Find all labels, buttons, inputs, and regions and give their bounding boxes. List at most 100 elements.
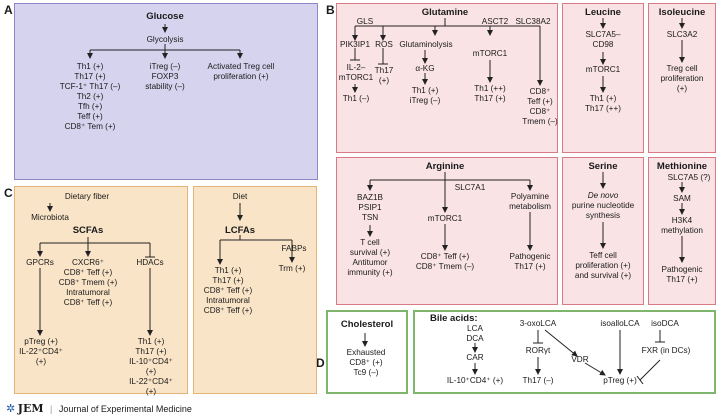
lcfa-outcome: Th1 (+) Th17 (+) CD8⁺ Teff (+) Intratumo… [193,266,263,316]
text-line: (+) [145,387,157,396]
il2-mtorc1-label: IL-2– mTORC1 [338,63,374,83]
glutamine-title: Glutamine [421,7,469,18]
polyamine-label: Polyamine metabolism [500,192,560,212]
text-line: Th17 (+) [135,347,167,356]
text-line: and survival (+) [574,271,632,280]
effector-item: Th1 (+) [76,62,104,71]
de-novo-label: De novo [587,191,619,200]
text-line: Teff cell [589,251,617,260]
isoallolca-label: isoalloLCA [600,319,640,328]
hdacs-label: HDACs [136,258,164,267]
text-line: IL-22⁺CD4⁺ [129,377,173,386]
arginine-title: Arginine [425,161,465,172]
effector-item: Th17 (+) [74,72,106,81]
gpcrs-label: GPCRs [26,258,54,267]
akg-label: α-KG [415,64,435,73]
panel-label-b: B [326,3,335,17]
text-line: (+) [378,76,390,85]
text-line: Th1 (+) [411,86,439,95]
sam-label: SAM [673,194,691,203]
isodca-label: isoDCA [651,319,679,328]
text-line: BAZ1B [357,193,383,202]
text-line: Th17 (+) [666,275,698,284]
text-line: Teff (+) [527,97,553,106]
lca-label: LCA [467,324,483,333]
isoleucine-title: Isoleucine [658,7,706,18]
leucine-outcome: Th1 (+) Th17 (++) [576,94,630,114]
methionine-outcome: Pathogenic Th17 (+) [652,265,712,285]
text-line: Th17 (+) [474,94,506,103]
text-line: CD8⁺ Teff (+) [420,252,470,261]
glucose-effector-list: Th1 (+) Th17 (+) TCF-1⁺ Th17 (–) Th2 (+)… [55,62,125,132]
ptreg-bile-outcome: pTreg (+) [603,376,637,385]
outcome-line: FOXP3 [151,72,179,81]
text-line: Th1 (+) [137,337,165,346]
glucose-title: Glucose [146,11,184,22]
text-line: proliferation [660,74,704,83]
text-line: CD8⁺ Tmem (–) [415,262,475,271]
text-line: H3K4 [671,216,693,225]
text-line: (+) [145,367,157,376]
arginine-cd8-outcome: CD8⁺ Teff (+) CD8⁺ Tmem (–) [412,252,478,272]
slc7a1-label: SLC7A1 [454,183,486,192]
cholesterol-panel [326,310,408,394]
text-line: (+) [35,357,47,366]
text-line: Intratumoral [66,288,110,297]
text-line: Th1 (++) [474,84,506,93]
text-line: Tc9 (–) [353,368,379,377]
jem-logo-icon: ✲ [6,403,16,415]
pik3ip1-label: PIK3IP1 [339,40,371,49]
text-line: Intratumoral [206,296,250,305]
fabps-label: FABPs [281,244,307,253]
text-line: purine nucleotide [571,201,635,210]
il10-outcome: IL-10⁺CD4⁺ (+) [446,376,504,385]
scfa-title: SCFAs [72,225,104,236]
isoleucine-transporter: SLC3A2 [666,30,698,39]
bile-acids-title: Bile acids: [430,313,478,324]
effector-item: Teff (+) [77,112,103,121]
methionine-title: Methionine [656,161,708,172]
th1-pp-label: Th1 (++) Th17 (+) [470,84,510,104]
text-line: CD8⁺ (+) [349,358,383,367]
leucine-mtorc1: mTORC1 [585,65,621,74]
text-line: metabolism [509,202,551,211]
text-line: (+) [676,84,688,93]
text-line: CD98 [592,40,614,49]
serine-outcome: Teff cell proliferation (+) and survival… [563,251,643,281]
text-line: Polyamine [510,192,550,201]
panel-label-a: A [4,3,13,17]
text-line: Antitumor [352,258,388,267]
text-line: Th17 (+) [212,276,244,285]
glutamine-cd8-label: CD8⁺ Teff (+) CD8⁺ Tmem (–) [522,87,558,127]
asct2-label: ASCT2 [481,17,509,26]
glycolysis-label: Glycolysis [146,35,184,44]
text-line: CD8⁺ [529,107,551,116]
text-line: IL-10⁺CD4⁺ [129,357,173,366]
text-line: Th1 (+) [589,94,617,103]
journal-footer: ✲ JEM | Journal of Experimental Medicine [6,402,192,415]
journal-name: Journal of Experimental Medicine [58,404,192,414]
text-line: Th17 (+) [514,262,546,271]
itreg-outcome: iTreg (–) FOXP3 stability (–) [137,62,193,92]
arginine-pathogenic-outcome: Pathogenic Th17 (+) [500,252,560,272]
text-line: methylation [661,226,703,235]
cholesterol-outcome: Exhausted CD8⁺ (+) Tc9 (–) [336,348,396,378]
trm-outcome: Trm (+) [278,264,306,273]
cxcr6-outcome: CXCR6⁺ CD8⁺ Teff (+) CD8⁺ Tmem (+) Intra… [55,258,121,308]
leucine-panel [562,3,644,153]
dca-label: DCA [466,334,484,343]
roryt-label: RORγt [525,346,551,355]
effector-item: TCF-1⁺ Th17 (–) [59,82,121,91]
jem-logo-text: JEM [17,402,44,415]
scfa-panel [14,186,188,394]
text-line: Pathogenic [509,252,551,261]
slc38a2-label: SLC38A2 [515,17,551,26]
panel-label-d: D [316,356,325,370]
effector-item: Tfh (+) [77,102,103,111]
vdr-label: VDR [571,355,589,364]
bile-acids-panel [413,310,716,394]
text-line: synthesis [585,211,621,220]
text-line: Exhausted [346,348,386,357]
glutaminolysis-label: Glutaminolysis [399,40,453,49]
leucine-transporter: SLC7A5– CD98 [576,30,630,50]
